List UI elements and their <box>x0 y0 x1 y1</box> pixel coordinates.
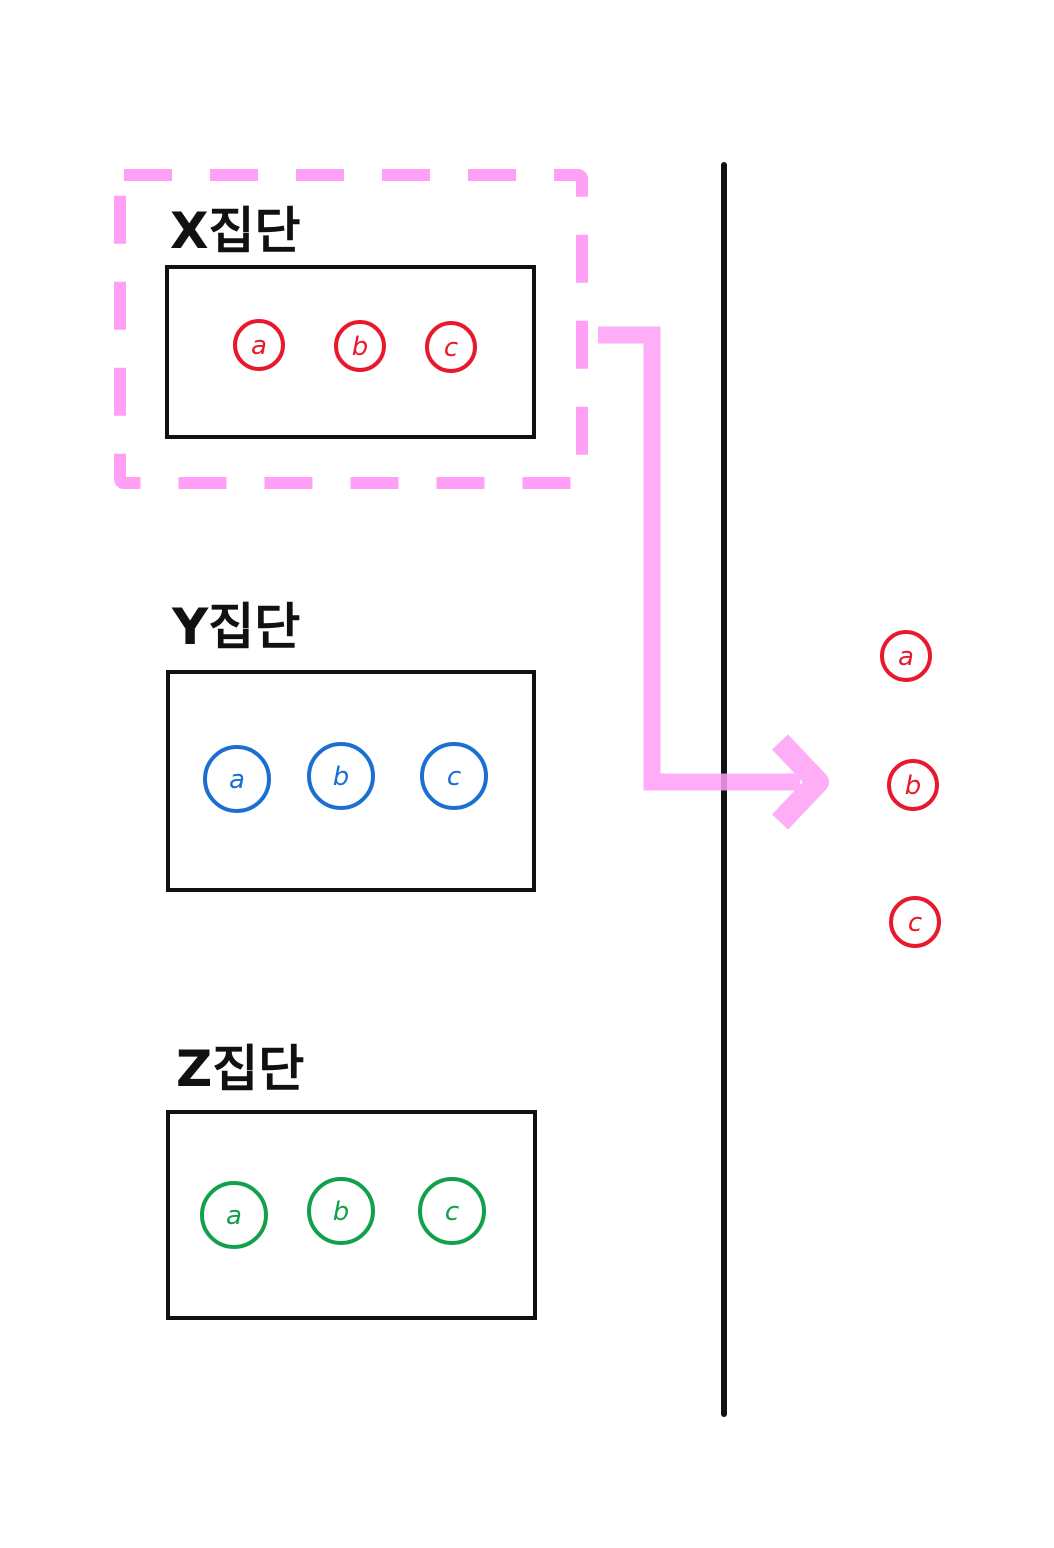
member-z-a-circle <box>200 1181 268 1249</box>
member-y-a-label: a <box>229 765 245 795</box>
sample-member-b-label: b <box>905 771 922 801</box>
member-y-c-label: c <box>447 762 461 792</box>
member-x-b-circle <box>334 320 386 372</box>
sample-member-a-label: a <box>898 642 914 672</box>
member-y-c: c <box>420 742 488 810</box>
member-z-b-circle <box>307 1177 375 1245</box>
group-label-z: Z집단 <box>176 1040 304 1098</box>
member-x-b-label: b <box>352 332 369 362</box>
group-label-x: X집단 <box>170 202 301 260</box>
member-z-c-label: c <box>445 1197 459 1227</box>
member-x-a: a <box>233 319 285 371</box>
member-x-a-label: a <box>251 331 267 361</box>
member-x-a-circle <box>233 319 285 371</box>
group-members-z: a b c <box>200 1177 486 1249</box>
member-z-a: a <box>200 1181 268 1249</box>
group-box-x <box>165 265 536 439</box>
member-y-b-circle <box>307 742 375 810</box>
sample-member-a-circle <box>880 630 932 682</box>
group-box-y <box>166 670 536 892</box>
member-y-b: b <box>307 742 375 810</box>
member-x-c-circle <box>425 321 477 373</box>
member-z-c: c <box>418 1177 486 1245</box>
group-members-y: a b c <box>203 742 488 813</box>
member-x-c-label: c <box>444 333 458 363</box>
sample-member-c: c <box>889 896 941 948</box>
sample-member-a: a <box>880 630 932 682</box>
selection-dashed-border <box>114 169 588 489</box>
member-x-b: b <box>334 320 386 372</box>
member-y-a: a <box>203 745 271 813</box>
sample-member-c-circle <box>889 896 941 948</box>
sample-member-b: b <box>887 759 939 811</box>
member-z-b: b <box>307 1177 375 1245</box>
member-y-a-circle <box>203 745 271 813</box>
member-y-b-label: b <box>333 762 350 792</box>
member-x-c: c <box>425 321 477 373</box>
member-y-c-circle <box>420 742 488 810</box>
group-label-y: Y집단 <box>171 598 300 656</box>
member-z-c-circle <box>418 1177 486 1245</box>
member-z-a-label: a <box>226 1201 242 1231</box>
sample-member-b-circle <box>887 759 939 811</box>
sample-member-c-label: c <box>908 908 922 938</box>
group-members-x: a b c <box>233 319 477 373</box>
selection-arrow <box>598 326 829 830</box>
member-z-b-label: b <box>333 1197 350 1227</box>
group-box-z <box>166 1110 537 1320</box>
sample-members: a b c <box>880 630 941 948</box>
